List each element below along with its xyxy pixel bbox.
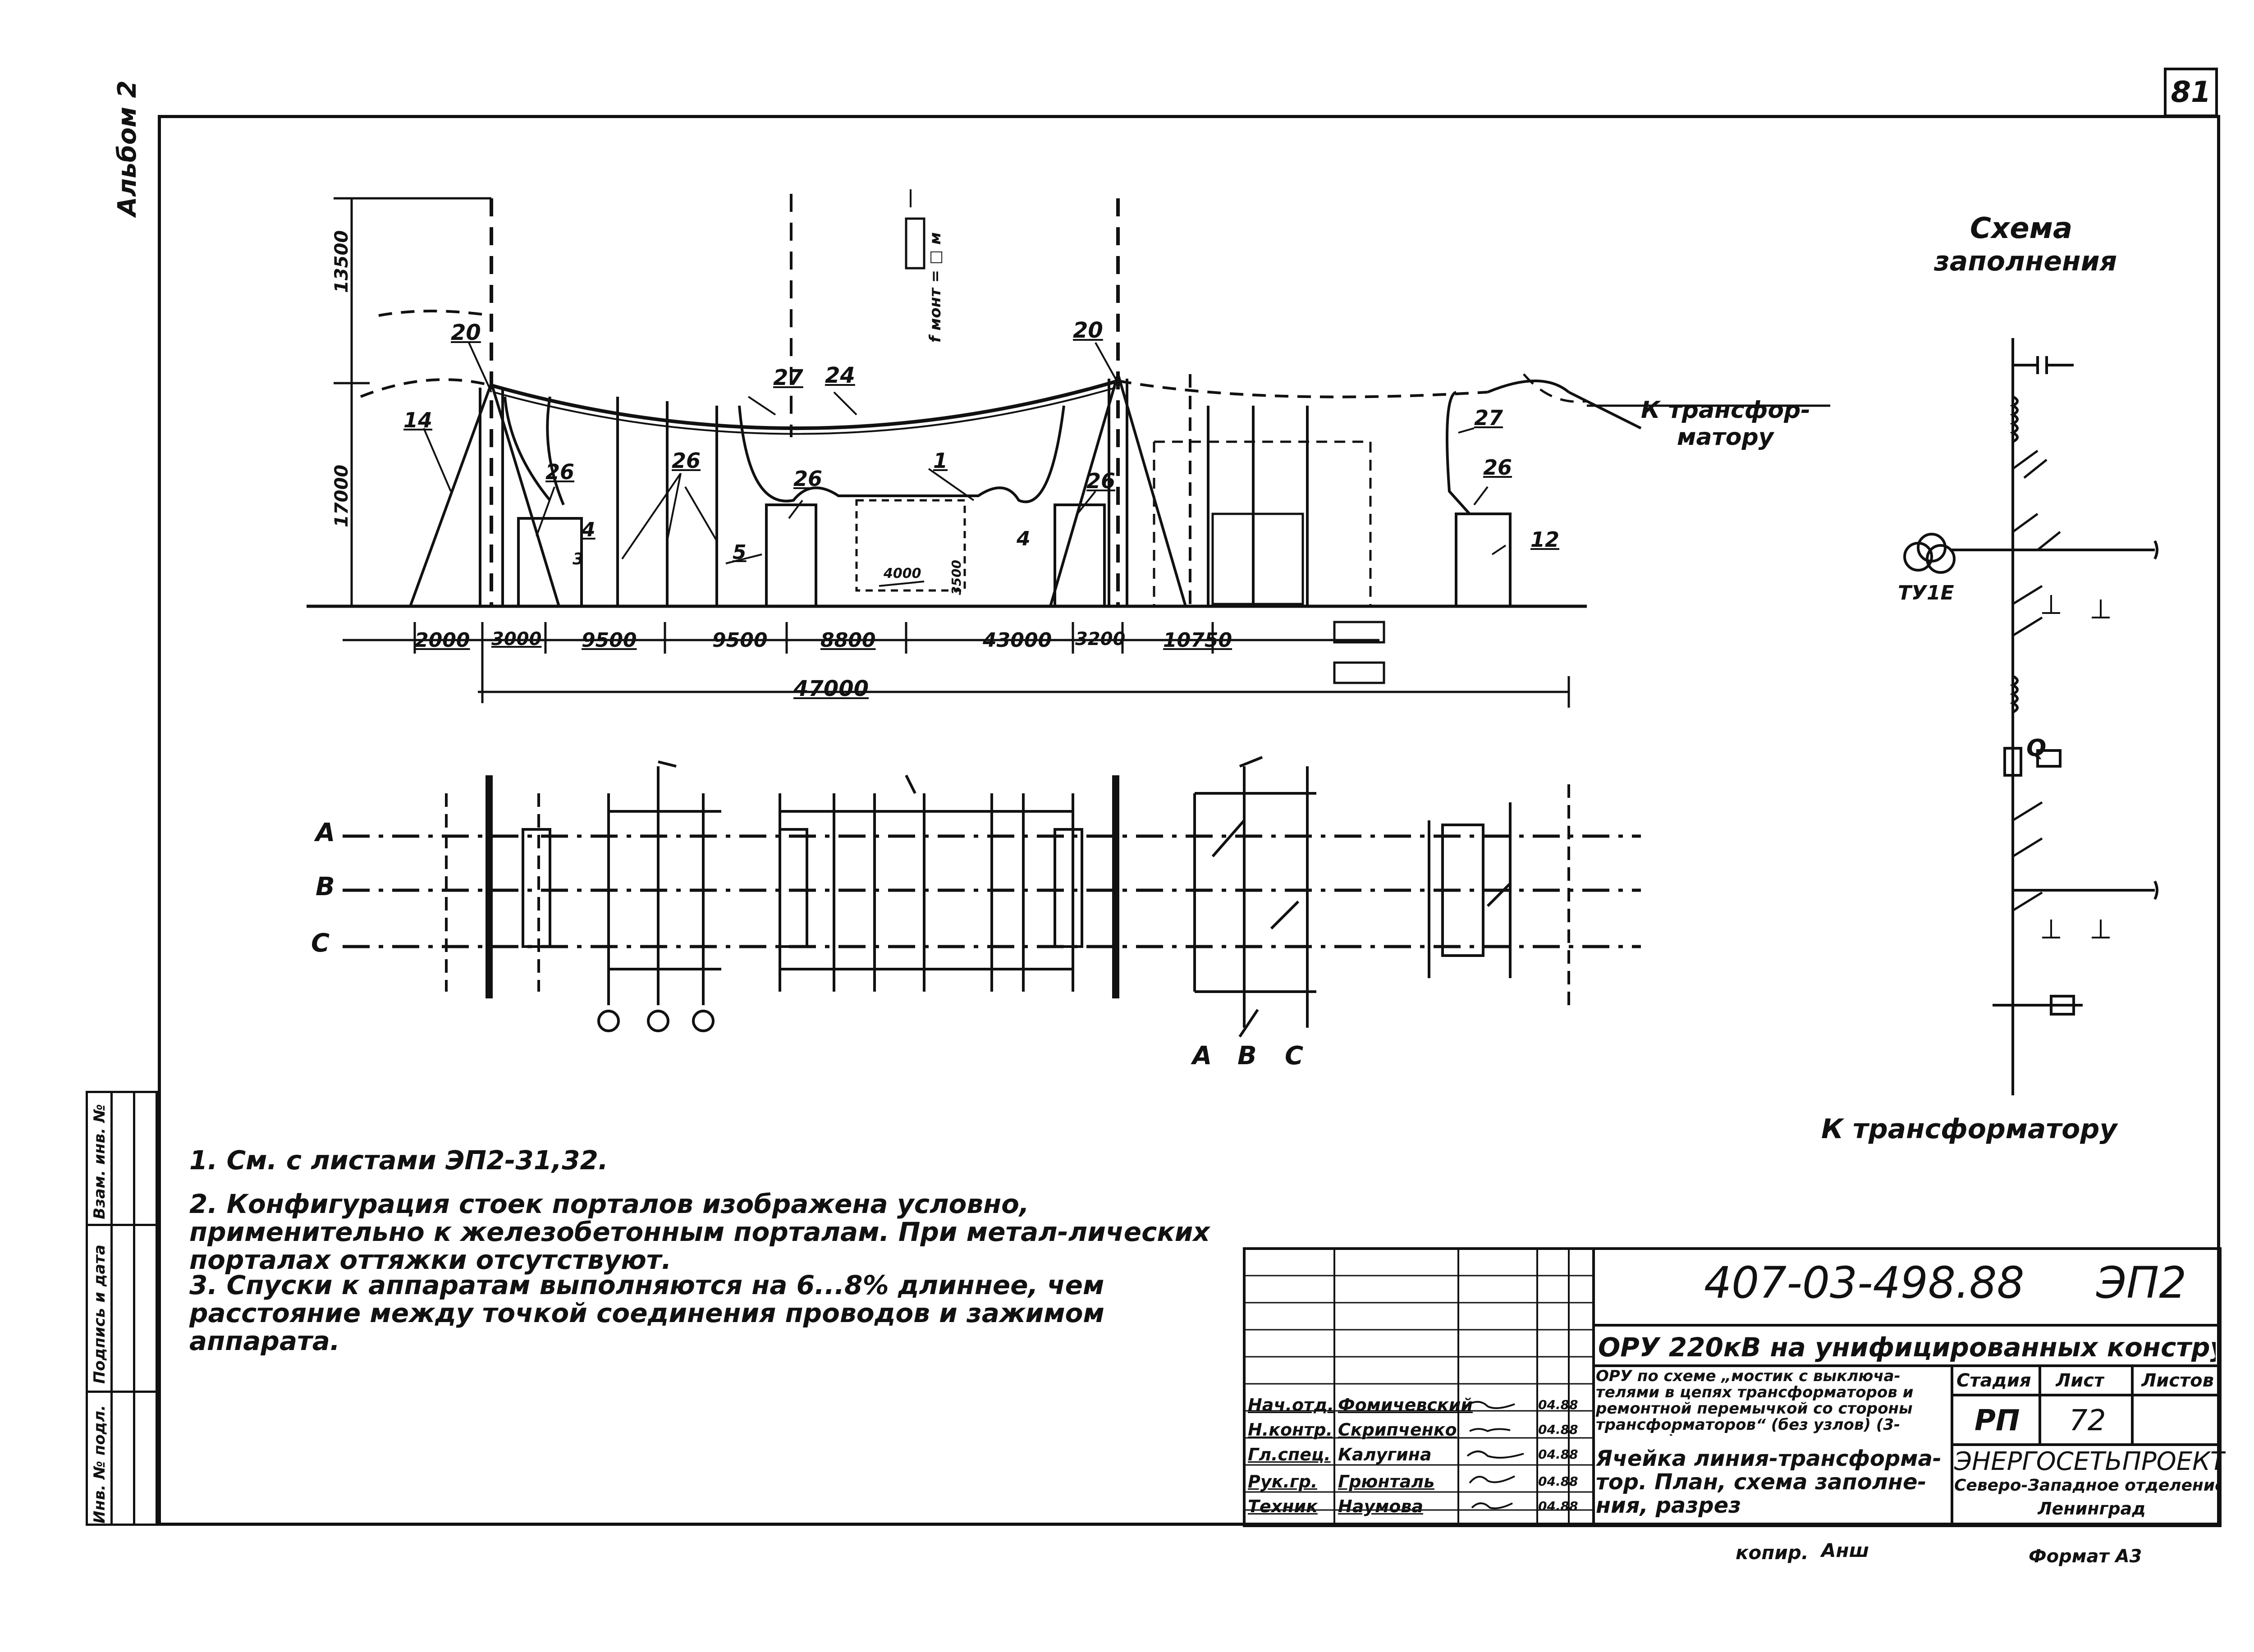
label-26-a: 26 <box>545 460 575 484</box>
dim-9500-b: 9500 <box>712 629 768 652</box>
sig-name-3: Калугина <box>1338 1445 1432 1464</box>
tv-label: ТУ1Е <box>1898 581 1954 604</box>
dim-3000: 3000 <box>491 629 542 650</box>
label-1: 1 <box>933 448 948 473</box>
dim-3200: 3200 <box>1075 629 1126 650</box>
format-label: Формат А3 <box>2029 1546 2142 1567</box>
sig-name-4: Грюнталь <box>1338 1472 1435 1492</box>
label-20-left: 20 <box>451 320 481 345</box>
dim-4000: 4000 <box>884 566 921 581</box>
note-3: 3. Спуски к аппаратам выполняются на 6..… <box>189 1270 1104 1356</box>
to-transformer-top-2: матору <box>1677 424 1774 451</box>
sig-date-4: 04.88 <box>1538 1474 1578 1489</box>
scheme-title-2: заполнения <box>1934 246 2117 277</box>
stage-header: Стадия <box>1956 1370 2031 1391</box>
phase-a: А <box>316 818 335 847</box>
sig-role-2: Н.контр. <box>1248 1420 1333 1440</box>
label-26-e: 26 <box>1483 455 1512 480</box>
org-sub: Северо-Западное отделение <box>1954 1476 2218 1495</box>
copied-name: Анш <box>1821 1539 1869 1561</box>
label-24: 24 <box>825 363 855 388</box>
dim-43000: 43000 <box>983 629 1052 652</box>
phase-bottom-a: А <box>1192 1041 1212 1071</box>
sheet-value: 72 <box>2069 1404 2106 1437</box>
sig-role-4: Рук.гр. <box>1248 1472 1318 1492</box>
sig-role-3: Гл.спец. <box>1248 1445 1331 1464</box>
to-transformer-scheme: К трансформатору <box>1821 1113 2117 1145</box>
org-city: Ленинград <box>2038 1499 2146 1519</box>
project-subtitle: ОРУ по схеме „мостик с выключа-телями в … <box>1596 1368 1914 1436</box>
sheet-header: Лист <box>2056 1370 2105 1391</box>
label-14: 14 <box>403 408 433 432</box>
dim-8800: 8800 <box>820 629 876 652</box>
dim-13500: 13500 <box>331 230 352 293</box>
label-4-right: 4 <box>1017 527 1031 550</box>
phase-bottom-c: С <box>1285 1041 1304 1071</box>
phase-c: С <box>311 929 330 958</box>
sig-date-3: 04.88 <box>1538 1447 1578 1462</box>
org-name: ЭНЕРГОСЕТЬПРОЕКТ <box>1954 1447 2226 1476</box>
sig-date-1: 04.88 <box>1538 1397 1578 1412</box>
label-20-right: 20 <box>1073 318 1103 343</box>
dim-3500: 3500 <box>949 560 964 595</box>
sig-name-2: Скрипченко <box>1338 1420 1457 1440</box>
doc-code: ЭП2 <box>2096 1258 2187 1308</box>
stage-value: РП <box>1975 1404 2020 1437</box>
sig-role-1: Нач.отд. <box>1248 1395 1334 1415</box>
dim-47000: 47000 <box>793 676 869 701</box>
sig-name-1: Фомичевский <box>1338 1395 1473 1415</box>
signature-scribbles <box>1464 1401 1524 1510</box>
label-12: 12 <box>1530 527 1560 552</box>
side-stamp: Инв. № подл. Подпись и дата Взам. инв. № <box>86 1091 158 1526</box>
dim-10750: 10750 <box>1163 629 1232 652</box>
project-title: ОРУ 220кВ на унифицированных конструкция… <box>1598 1332 2216 1363</box>
label-26-b: 26 <box>672 448 701 473</box>
sig-name-5: Наумова <box>1338 1496 1424 1516</box>
label-3: 3 <box>573 550 584 568</box>
dim-17000: 17000 <box>331 464 352 527</box>
label-27-center: 27 <box>773 365 803 390</box>
page-number: 81 <box>2171 76 2211 109</box>
note-1: 1. См. с листами ЭП2-31,32. <box>189 1145 608 1176</box>
sheets-header: Листов <box>2141 1370 2214 1391</box>
to-transformer-top: К трансфор- <box>1641 397 1810 424</box>
label-26-c: 26 <box>793 467 823 491</box>
sig-date-2: 04.88 <box>1538 1422 1578 1437</box>
q-label: Q <box>2026 735 2047 762</box>
phase-b: В <box>316 872 335 902</box>
label-27-right: 27 <box>1474 406 1503 430</box>
sig-role-5: Техник <box>1248 1496 1318 1516</box>
copied-label: копир. <box>1736 1542 1809 1564</box>
label-26-d: 26 <box>1086 469 1116 493</box>
scheme-title-1: Схема <box>1970 212 2073 245</box>
note-2: 2. Конфигурация стоек порталов изображен… <box>189 1189 1210 1275</box>
dim-2000: 2000 <box>415 629 470 652</box>
drawing-frame <box>158 115 2220 1526</box>
f-mont-label: f монт = □ м <box>926 232 944 343</box>
label-5: 5 <box>733 541 747 564</box>
dim-9500-a: 9500 <box>582 629 637 652</box>
label-4-left: 4 <box>582 518 596 541</box>
phase-bottom-b: В <box>1237 1041 1257 1071</box>
sheet-title: Ячейка линия-трансформа-тор. План, схема… <box>1596 1447 1942 1518</box>
sig-date-5: 04.88 <box>1538 1499 1578 1514</box>
doc-number: 407-03-498.88 <box>1704 1258 2025 1308</box>
